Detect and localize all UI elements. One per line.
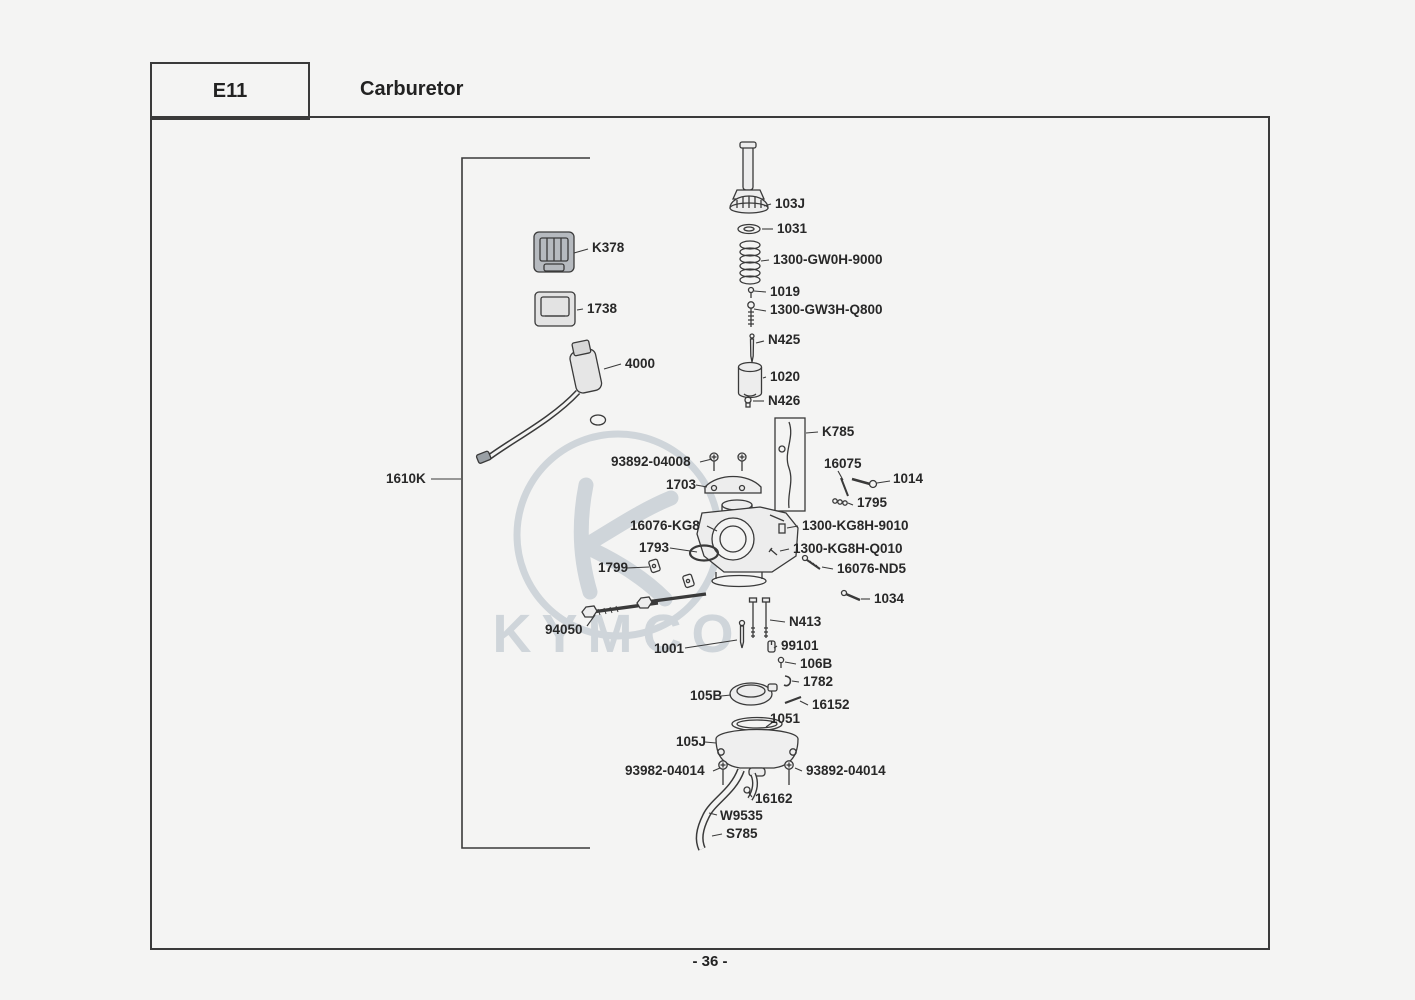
callout-1610k: 1610K: [386, 471, 426, 486]
studs-94050-part: [581, 592, 707, 618]
callout-103j: 103J: [775, 196, 806, 211]
callout-1795: 1795: [857, 495, 888, 510]
screw-gw3h-part: [747, 301, 755, 327]
callout-106b: 106B: [800, 656, 833, 671]
callout-s785: S785: [726, 826, 758, 841]
needle-16075-part: [840, 477, 849, 497]
callout-1001: 1001: [654, 641, 685, 656]
group-bracket-1610k: [461, 157, 590, 849]
callout-105b: 105B: [690, 688, 723, 703]
pin-16152-part: [784, 695, 802, 705]
callout-n425: N425: [768, 332, 801, 347]
leader-lines: [431, 203, 891, 837]
callout-n413: N413: [789, 614, 822, 629]
callout-1300-kg8h-q010: 1300-KG8H-Q010: [793, 541, 903, 556]
callout-94050: 94050: [545, 622, 583, 637]
callout-93892-04008: 93892-04008: [611, 454, 691, 469]
tube-k785-part: [774, 417, 806, 512]
callout-1014: 1014: [893, 471, 924, 486]
clip-1782-part: [783, 675, 792, 687]
callout-n426: N426: [768, 393, 801, 408]
jet-kg8h-9010-part: [778, 523, 786, 534]
diagram-frame: [150, 116, 1270, 950]
screws-n413-part: [748, 597, 771, 638]
callout-1300-gw0h-9000: 1300-GW0H-9000: [773, 252, 883, 267]
callout-1703: 1703: [666, 477, 697, 492]
washer-1031-part: [737, 223, 761, 235]
callout-1031: 1031: [777, 221, 808, 236]
callout-93982-04014: 93982-04014: [625, 763, 705, 778]
spring-1795-part: [832, 498, 848, 506]
slide-1020-part: [737, 361, 763, 399]
callout-1782: 1782: [803, 674, 834, 689]
callout-1020: 1020: [770, 369, 801, 384]
callout-16076-nd5: 16076-ND5: [837, 561, 907, 576]
cap-1738-part: [534, 291, 576, 327]
part-1019: [747, 286, 755, 298]
boot-k378-part: [533, 231, 575, 273]
sensor-4000-part: [475, 339, 607, 464]
callout-93892-04014: 93892-04014: [806, 763, 886, 778]
callout-99101: 99101: [781, 638, 819, 653]
callout-w9535: W9535: [720, 808, 763, 823]
callout-4000: 4000: [625, 356, 656, 371]
bowl-screws-part: [718, 760, 794, 785]
part-106b: [777, 656, 785, 668]
callout-k785: K785: [822, 424, 855, 439]
needle-n425-part: [749, 333, 755, 363]
watermark-text: KYMCO: [493, 604, 744, 664]
callout-1300-gw3h-q800: 1300-GW3H-Q800: [770, 302, 883, 317]
carburetor-body-part: [696, 499, 799, 588]
cap-103j-part: [729, 195, 769, 214]
callout-1051: 1051: [770, 711, 801, 726]
float-105b-part: [729, 682, 778, 706]
callout-k378: K378: [592, 240, 625, 255]
hose-parts: [695, 768, 759, 851]
screw-1034-part: [840, 589, 861, 602]
callout-1019: 1019: [770, 284, 801, 299]
parts-drawing: [475, 141, 878, 851]
oring-1793-part: [688, 544, 720, 562]
callout-1034: 1034: [874, 591, 905, 606]
callout-105j: 105J: [676, 734, 707, 749]
callout-1738: 1738: [587, 301, 618, 316]
clips-1799-part: [648, 558, 695, 589]
jet-99101-part: [767, 640, 776, 653]
callout-16162: 16162: [755, 791, 793, 806]
callout-16075: 16075: [824, 456, 862, 471]
part-n426: [744, 396, 752, 408]
spring-part: [739, 240, 761, 285]
cable-adjuster-part: [731, 141, 766, 200]
section-code-box: E11: [150, 62, 310, 120]
callout-16152: 16152: [812, 697, 850, 712]
float-valve-1001-part: [738, 619, 746, 649]
callout-1799: 1799: [598, 560, 629, 575]
page-number: - 36 -: [692, 953, 728, 970]
float-bowl-105j-part: [715, 728, 799, 777]
callout-16076-kg8: 16076-KG8: [630, 518, 700, 533]
screw-nd5-part: [801, 554, 821, 570]
page-title: Carburetor: [360, 78, 464, 100]
screw-1014-part: [851, 477, 878, 489]
callout-1300-kg8h-9010: 1300-KG8H-9010: [802, 518, 909, 533]
section-code: E11: [212, 79, 248, 102]
bracket-1703-part: [704, 475, 762, 494]
callout-1793: 1793: [639, 540, 670, 555]
kymco-watermark: KYMCO: [493, 430, 744, 664]
screw-kg8h-q010-part: [768, 547, 778, 556]
